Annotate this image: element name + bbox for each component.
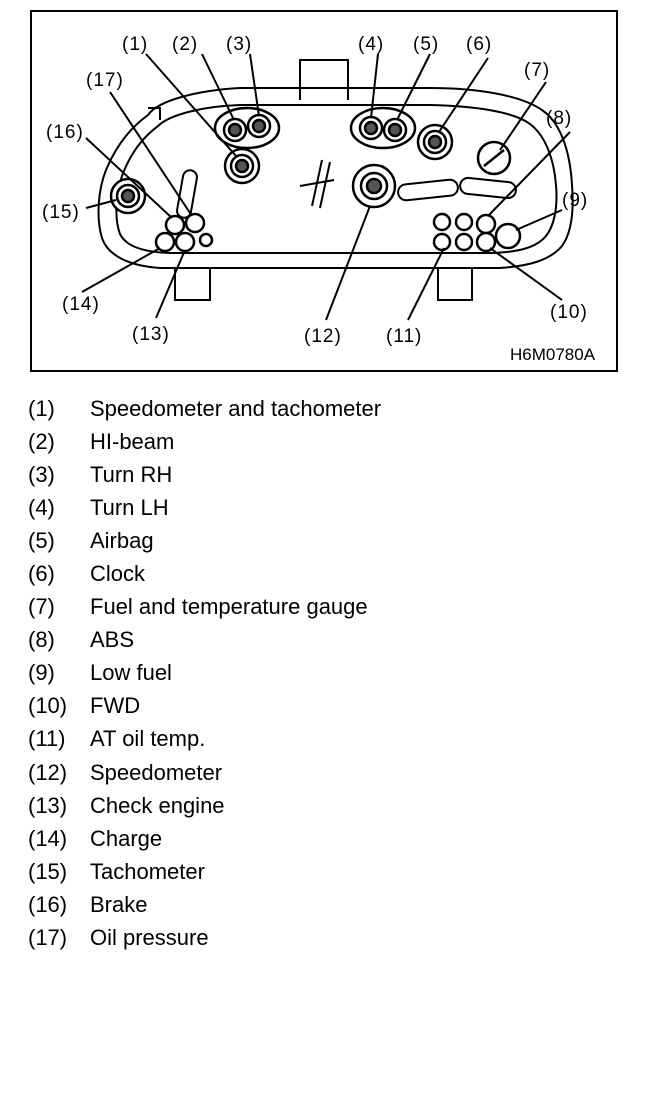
legend-number: (15) — [28, 858, 68, 884]
leader-lines — [81, 53, 571, 321]
legend-list: (1) Speedometer and tachometer (2) HI-beam… — [28, 392, 648, 955]
callout-12: (12) — [304, 326, 342, 347]
callout-7: (7) — [524, 60, 550, 81]
legend-item: (2) HI-beam — [28, 425, 648, 458]
legend-item: (8) ABS — [28, 624, 648, 657]
callout-4: (4) — [358, 34, 384, 55]
legend-label: Check engine — [90, 792, 225, 818]
legend-number: (12) — [28, 759, 68, 785]
callout-17: (17) — [86, 70, 124, 91]
legend-item: (3) Turn RH — [28, 458, 648, 491]
callout-13: (13) — [132, 324, 170, 345]
legend-item: (10) FWD — [28, 690, 648, 723]
legend-item: (13) Check engine — [28, 789, 648, 822]
legend-number: (5) — [28, 527, 55, 553]
legend-label: Speedometer and tachometer — [90, 395, 382, 421]
legend-label: Airbag — [90, 527, 154, 553]
legend-number: (6) — [28, 561, 55, 587]
legend-item: (11) AT oil temp. — [28, 723, 648, 756]
bulb-sockets — [109, 106, 522, 253]
instrument-cluster-diagram: (1) (2) (3) (4) (5) (6) (7) (8) (9) (10)… — [30, 10, 618, 372]
callout-labels: (1) (2) (3) (4) (5) (6) (7) (8) (9) (10)… — [42, 34, 596, 364]
legend-item: (12) Speedometer — [28, 756, 648, 789]
legend-number: (10) — [28, 693, 68, 719]
callout-2: (2) — [172, 34, 198, 55]
legend-item: (7) Fuel and temperature gauge — [28, 591, 648, 624]
legend-item: (14) Charge — [28, 822, 648, 855]
legend-label: Turn LH — [90, 494, 169, 520]
legend-number: (3) — [28, 461, 55, 487]
legend-label: HI-beam — [90, 428, 175, 454]
legend-item: (15) Tachometer — [28, 855, 648, 888]
callout-9: (9) — [562, 190, 588, 211]
callout-11: (11) — [386, 326, 422, 347]
legend-label: Charge — [90, 825, 163, 851]
legend-item: (17) Oil pressure — [28, 922, 648, 955]
legend-item: (9) Low fuel — [28, 657, 648, 690]
legend-item: (16) Brake — [28, 888, 648, 921]
legend-number: (16) — [28, 891, 68, 917]
legend-label: Turn RH — [90, 461, 173, 487]
legend-number: (11) — [28, 726, 66, 752]
legend-label: Low fuel — [90, 660, 172, 686]
legend-label: Fuel and temperature gauge — [90, 594, 368, 620]
legend-number: (1) — [28, 395, 55, 421]
legend-label: Speedometer — [90, 759, 223, 785]
figure-code: H6M0780A — [510, 345, 596, 364]
cluster-housing — [97, 59, 574, 301]
legend-label: Tachometer — [90, 858, 205, 884]
callout-8: (8) — [546, 108, 572, 129]
callout-5: (5) — [413, 34, 439, 55]
legend-number: (13) — [28, 792, 68, 818]
callout-10: (10) — [550, 302, 588, 323]
legend-item: (4) Turn LH — [28, 491, 648, 524]
legend-label: Oil pressure — [90, 925, 209, 951]
callout-14: (14) — [62, 294, 100, 315]
callout-3: (3) — [226, 34, 252, 55]
legend-label: Brake — [90, 891, 148, 917]
legend-number: (17) — [28, 925, 68, 951]
callout-1: (1) — [122, 34, 148, 55]
legend-label: Clock — [90, 561, 146, 587]
legend-number: (14) — [28, 825, 68, 851]
legend-item: (1) Speedometer and tachometer — [28, 392, 648, 425]
legend-label: AT oil temp. — [90, 726, 206, 752]
callout-16: (16) — [46, 122, 84, 143]
legend-number: (7) — [28, 594, 55, 620]
callout-6: (6) — [466, 34, 492, 55]
legend-number: (8) — [28, 627, 55, 653]
legend-number: (9) — [28, 660, 55, 686]
callout-15: (15) — [42, 202, 80, 223]
legend-item: (6) Clock — [28, 557, 648, 590]
legend-label: FWD — [90, 693, 141, 719]
legend-number: (4) — [28, 494, 55, 520]
legend-item: (5) Airbag — [28, 524, 648, 557]
legend-label: ABS — [90, 627, 135, 653]
legend-number: (2) — [28, 428, 55, 454]
